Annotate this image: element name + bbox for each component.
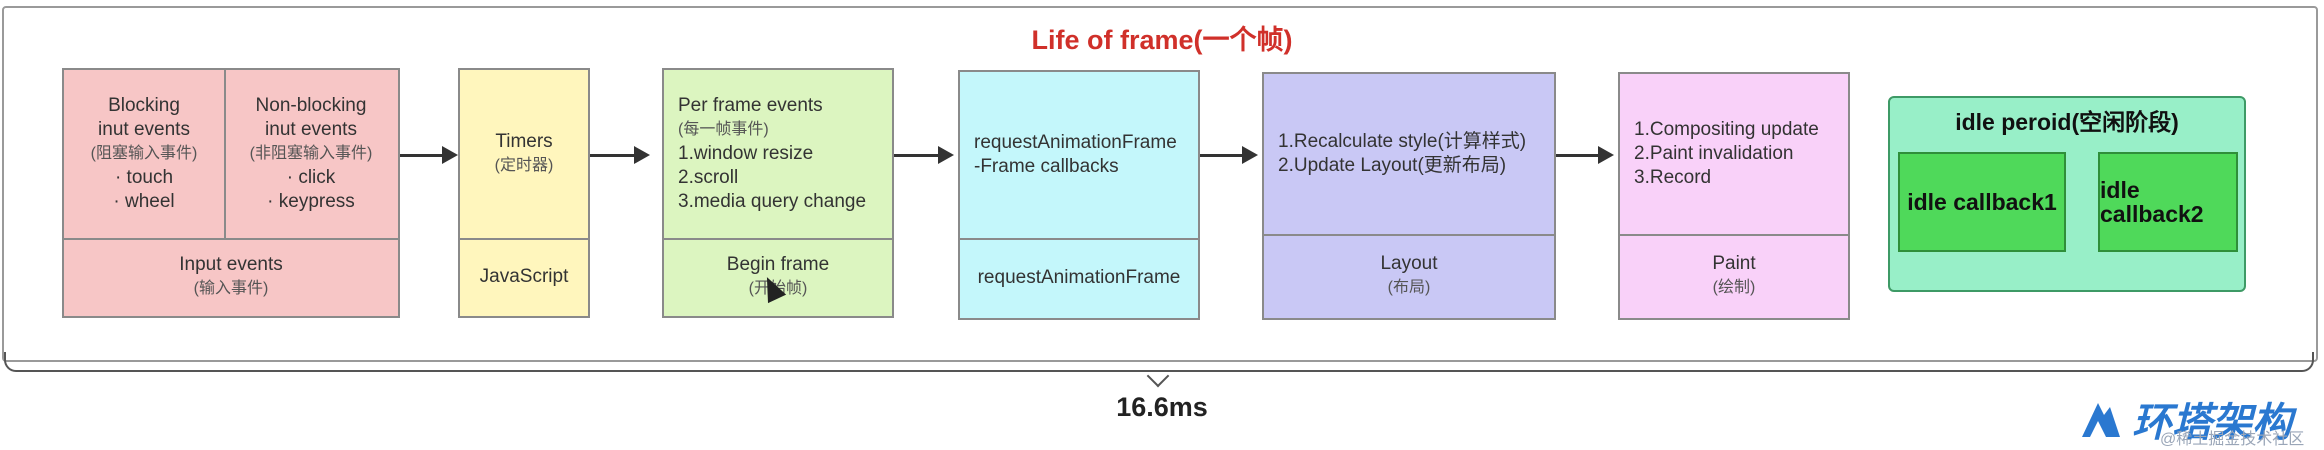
idle-callback2-box: idle callback2 — [2098, 152, 2238, 252]
idle-callback1-box: idle callback1 — [1898, 152, 2066, 252]
timers-box: Timers (定时器) JavaScript — [458, 68, 590, 318]
non-blocking-item: · keypress — [267, 191, 355, 212]
layout-footer: Layout (布局) — [1264, 234, 1554, 318]
javascript-footer: JavaScript — [460, 238, 588, 316]
raf-footer: requestAnimationFrame — [960, 238, 1198, 318]
paint-item: 3.Record — [1634, 167, 1712, 188]
non-blocking-item: · click — [286, 167, 336, 188]
logo-mountain-icon — [2082, 403, 2120, 437]
non-blocking-cn: (非阻塞输入事件) — [249, 145, 373, 162]
per-frame-events-cell: Per frame events (每一帧事件) 1.window resize… — [664, 70, 892, 238]
begin-frame-label: Begin frame — [726, 254, 830, 275]
logo: 环塔架构 — [2078, 390, 2292, 448]
raf-box: requestAnimationFrame -Frame callbacks r… — [958, 70, 1200, 320]
layout-steps-cell: 1.Recalculate style(计算样式) 2.Update Layou… — [1264, 74, 1554, 234]
layout-line2: 2.Update Layout(更新布局) — [1278, 155, 1507, 176]
raf-callbacks-cell: requestAnimationFrame -Frame callbacks — [960, 72, 1198, 238]
frame-duration-label: 16.6ms — [1116, 392, 1208, 422]
timers-cn: (定时器) — [494, 157, 554, 174]
per-frame-item: 3.media query change — [678, 191, 867, 212]
paint-footer: Paint (绘制) — [1620, 234, 1848, 318]
arrow-input-to-timers — [400, 146, 458, 164]
paint-item: 1.Compositing update — [1634, 119, 1819, 140]
layout-label: Layout — [1380, 253, 1438, 274]
per-frame-cn: (每一帧事件) — [678, 121, 769, 138]
raf-footer-label: requestAnimationFrame — [977, 267, 1181, 288]
arrow-begin-to-raf — [894, 146, 954, 164]
non-blocking-events-cell: Non-blocking inut events (非阻塞输入事件) · cli… — [224, 70, 398, 238]
arrow-layout-to-paint — [1556, 146, 1614, 164]
begin-frame-footer: Begin frame (开始帧) — [664, 238, 892, 316]
watermark-text: @稀土掘金技术社区 — [2160, 431, 2305, 448]
raf-line1: requestAnimationFrame — [974, 132, 1177, 153]
timers-cell: Timers (定时器) — [460, 70, 588, 238]
begin-frame-cn: (开始帧) — [748, 280, 808, 297]
arrow-raf-to-layout — [1200, 146, 1258, 164]
duration-brace-right — [1158, 352, 2314, 372]
input-events-label: Input events — [179, 254, 283, 275]
paint-label: Paint — [1712, 253, 1756, 274]
input-events-footer: Input events (输入事件) — [64, 238, 398, 316]
non-blocking-line2: inut events — [265, 119, 357, 140]
paint-box: 1.Compositing update 2.Paint invalidatio… — [1618, 72, 1850, 320]
blocking-item: · touch — [114, 167, 174, 188]
layout-box: 1.Recalculate style(计算样式) 2.Update Layou… — [1262, 72, 1556, 320]
begin-frame-box: Per frame events (每一帧事件) 1.window resize… — [662, 68, 894, 318]
idle-period-title: idle peroid(空闲阶段) — [1955, 109, 2179, 135]
layout-line1: 1.Recalculate style(计算样式) — [1278, 131, 1527, 152]
timers-title: Timers — [495, 131, 553, 152]
layout-cn: (布局) — [1387, 279, 1431, 296]
raf-line2: -Frame callbacks — [974, 156, 1119, 177]
blocking-line2: inut events — [98, 119, 190, 140]
per-frame-title: Per frame events — [678, 95, 823, 116]
duration-brace-left — [4, 352, 1160, 372]
javascript-label: JavaScript — [479, 266, 569, 287]
paint-steps-cell: 1.Compositing update 2.Paint invalidatio… — [1620, 74, 1848, 234]
per-frame-item: 1.window resize — [678, 143, 814, 164]
diagram-title: Life of frame(一个帧) — [1031, 25, 1293, 55]
blocking-events-cell: Blocking inut events (阻塞输入事件) · touch · … — [64, 70, 224, 238]
input-events-cn: (输入事件) — [193, 280, 269, 297]
paint-item: 2.Paint invalidation — [1634, 143, 1794, 164]
blocking-item: · wheel — [113, 191, 175, 212]
paint-cn: (绘制) — [1712, 279, 1756, 296]
arrow-timers-to-begin — [590, 146, 650, 164]
per-frame-item: 2.scroll — [678, 167, 739, 188]
blocking-cn: (阻塞输入事件) — [90, 145, 198, 162]
idle-period-box: idle peroid(空闲阶段) idle callback1 idle ca… — [1888, 96, 2246, 292]
non-blocking-title: Non-blocking — [255, 95, 367, 116]
logo-text: 环塔架构 — [2132, 401, 2292, 445]
input-events-box: Blocking inut events (阻塞输入事件) · touch · … — [62, 68, 400, 318]
blocking-title: Blocking — [108, 95, 180, 116]
